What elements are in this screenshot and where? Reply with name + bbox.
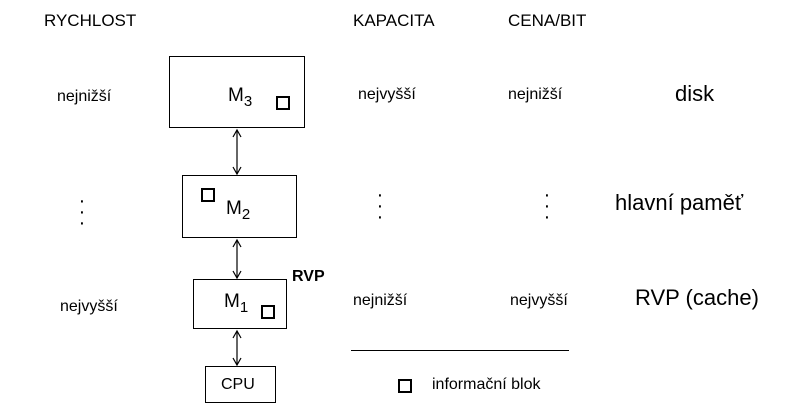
memory-m1-label: M1 [224, 291, 248, 316]
memory-m1-letter: M [224, 291, 240, 312]
cost-highest: nejvyšší [510, 292, 568, 309]
cpu-box: CPU [205, 366, 276, 403]
speed-highest: nejvyšší [60, 298, 118, 315]
cost-dots-icon: ··· [543, 184, 551, 228]
cost-lowest: nejnižší [508, 86, 563, 103]
header-capacity: KAPACITA [353, 11, 435, 30]
memory-m1-index: 1 [239, 299, 249, 316]
legend-text: informační blok [432, 376, 541, 393]
memory-m1-box: M1 [193, 279, 287, 329]
memory-m2-box: M2 [182, 175, 297, 238]
double-arrow-m3-m2-icon [232, 128, 242, 176]
memory-m3-index: 3 [243, 93, 253, 110]
memory-m2-label: M2 [226, 198, 250, 223]
level-name-disk: disk [675, 81, 715, 106]
capacity-highest: nejvyšší [358, 86, 416, 103]
level-name-main-memory: hlavní paměť [615, 190, 744, 215]
double-arrow-m1-cpu-icon [232, 329, 242, 367]
info-block-m1-icon [261, 305, 275, 319]
rvp-tag: RVP [292, 268, 325, 285]
memory-m3-box: M3 [169, 56, 305, 128]
header-speed: RYCHLOST [44, 11, 137, 30]
speed-dots-icon: ··· [78, 190, 86, 234]
memory-m3-letter: M [228, 85, 244, 106]
info-block-m3-icon [276, 96, 290, 110]
capacity-lowest: nejnižší [353, 292, 408, 309]
capacity-dots-icon: ··· [376, 184, 384, 228]
speed-lowest: nejnižší [57, 88, 112, 105]
legend-divider [351, 350, 569, 351]
info-block-m2-icon [201, 188, 215, 202]
legend-square-icon [398, 379, 412, 393]
cpu-label: CPU [221, 376, 255, 393]
memory-m3-label: M3 [228, 85, 252, 110]
double-arrow-m2-m1-icon [232, 238, 242, 280]
memory-m2-index: 2 [241, 206, 251, 223]
level-name-cache: RVP (cache) [635, 285, 759, 310]
header-cost-per-bit: CENA/BIT [508, 11, 587, 30]
memory-m2-letter: M [226, 198, 242, 219]
